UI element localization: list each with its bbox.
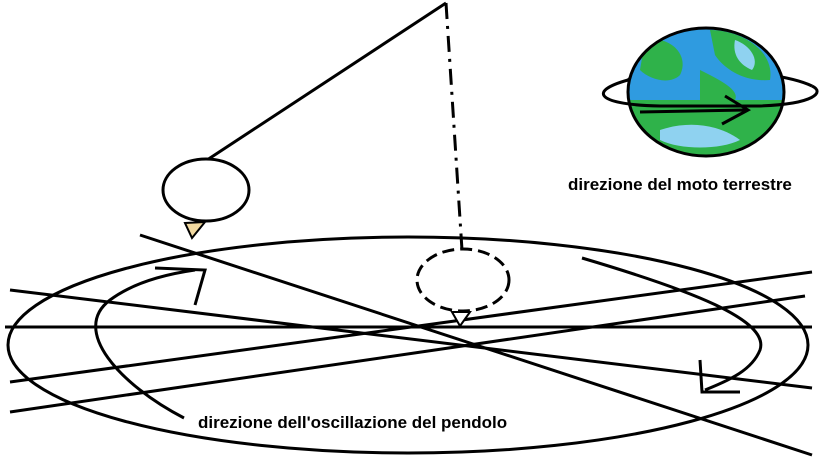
- pendulum-string-dashed: [444, 2, 464, 251]
- pendulum-oscillation-label: direzione dell'oscillazione del pendolo: [198, 413, 507, 432]
- floor-ellipse: [6, 235, 810, 455]
- earth-motion-label: direzione del moto terrestre: [568, 175, 792, 194]
- earth-globe-icon: [602, 26, 819, 158]
- pendulum-string: [206, 1, 447, 162]
- rotation-arrow-left: [94, 266, 207, 420]
- pendulum-bob: [161, 157, 251, 240]
- rotation-arrow-right: [581, 256, 763, 394]
- pendulum-bob-dashed: [415, 247, 511, 328]
